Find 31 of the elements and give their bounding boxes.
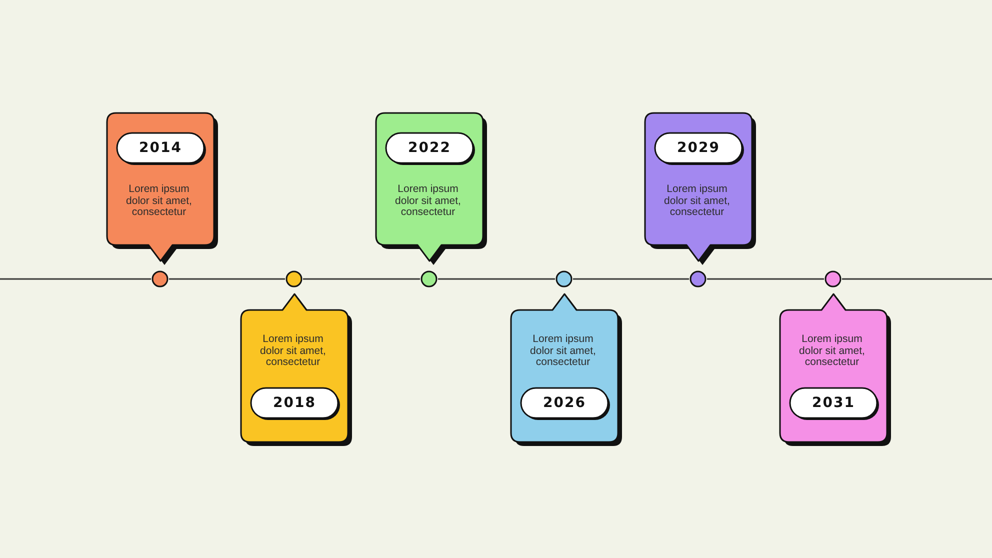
description-text: Lorem ipsum dolor sit amet, consectetur [529, 334, 597, 368]
timeline-line [438, 278, 555, 280]
description-text: Lorem ipsum dolor sit amet, consectetur [663, 184, 731, 218]
callout-bubble [240, 293, 352, 447]
year-pill: 2031 [789, 387, 880, 421]
timeline-dot [824, 270, 842, 288]
year-pill: 2018 [250, 387, 341, 421]
callout-bubble [644, 112, 756, 266]
description-text: Lorem ipsum dolor sit amet, consectetur [394, 184, 462, 218]
timeline-dot [285, 270, 303, 288]
year-pill: 2026 [520, 387, 611, 421]
timeline-line [303, 278, 420, 280]
timeline-line [842, 278, 992, 280]
callout-bubble [374, 112, 488, 266]
description-text: Lorem ipsum dolor sit amet, consectetur [125, 184, 193, 218]
year-pill: 2029 [654, 132, 745, 166]
description-text: Lorem ipsum dolor sit amet, consectetur [798, 334, 866, 368]
timeline-dot [555, 270, 573, 288]
callout-bubble [510, 293, 622, 447]
timeline-dot [420, 270, 438, 288]
timeline-dot [151, 270, 169, 288]
timeline-dot [689, 270, 707, 288]
timeline-line [169, 278, 285, 280]
year-pill: 2022 [385, 132, 476, 166]
timeline-line [707, 278, 824, 280]
timeline-line [0, 278, 151, 280]
callout-bubble [106, 112, 218, 266]
description-text: Lorem ipsum dolor sit amet, consectetur [259, 334, 327, 368]
year-pill: 2014 [116, 132, 207, 166]
timeline-line [573, 278, 689, 280]
callout-bubble [778, 293, 892, 447]
